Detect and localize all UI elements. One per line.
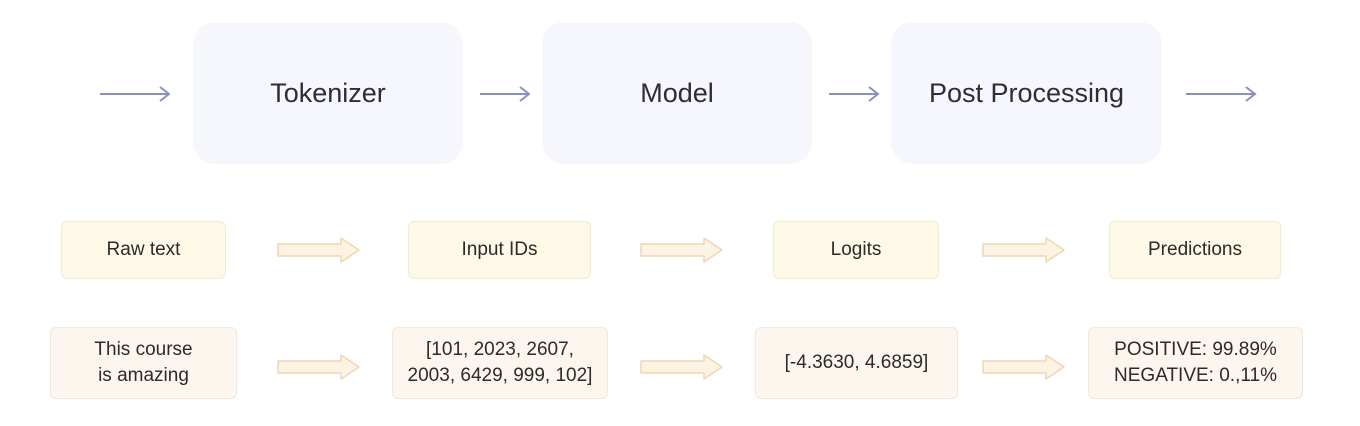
block-arrow-icon (277, 237, 360, 263)
post-processing-stage-label: Post Processing (928, 77, 1125, 108)
input-ids-label-box: Input IDs (408, 221, 591, 279)
input-ids-value-line-2: 2003, 6429, 999, 102] (407, 365, 593, 386)
block-arrow-icon (982, 237, 1065, 263)
model-stage-label: Model (640, 77, 714, 108)
raw-text-value-line-1: This course (94, 339, 193, 361)
flow-arrow-model-post-icon (829, 86, 880, 102)
model-stage: Model (542, 22, 812, 164)
block-arrow-icon (640, 237, 723, 263)
raw-text-label-box: Raw text (61, 221, 226, 279)
tokenizer-stage: Tokenizer (193, 22, 463, 164)
raw-text-value-line-2: is amazing (98, 365, 189, 386)
predictions-value-line-1: POSITIVE: 99.89% (1114, 339, 1277, 361)
tokenizer-stage-label: Tokenizer (270, 77, 386, 108)
block-arrow-icon (982, 354, 1065, 380)
logits-value: [-4.3630, 4.6859] (784, 352, 929, 374)
logits-label: Logits (830, 239, 882, 261)
predictions-label-box: Predictions (1109, 221, 1281, 279)
flow-arrow-in-icon (100, 86, 171, 102)
flow-arrow-tokenizer-model-icon (480, 86, 531, 102)
flow-arrow-out-icon (1186, 86, 1257, 102)
block-arrow-icon (640, 354, 723, 380)
raw-text-label: Raw text (106, 239, 181, 261)
input-ids-value-line-1: [101, 2023, 2607, (426, 339, 574, 361)
logits-label-box: Logits (773, 221, 939, 279)
input-ids-value-box: [101, 2023, 2607, 2003, 6429, 999, 102] (392, 327, 608, 399)
predictions-value-box: POSITIVE: 99.89% NEGATIVE: 0.,11% (1088, 327, 1303, 399)
input-ids-label: Input IDs (461, 239, 538, 261)
post-processing-stage: Post Processing (891, 22, 1162, 164)
predictions-value-line-2: NEGATIVE: 0.,11% (1114, 365, 1277, 386)
logits-value-box: [-4.3630, 4.6859] (755, 327, 958, 399)
block-arrow-icon (277, 354, 360, 380)
raw-text-value-box: This course is amazing (50, 327, 237, 399)
predictions-label: Predictions (1148, 239, 1242, 261)
